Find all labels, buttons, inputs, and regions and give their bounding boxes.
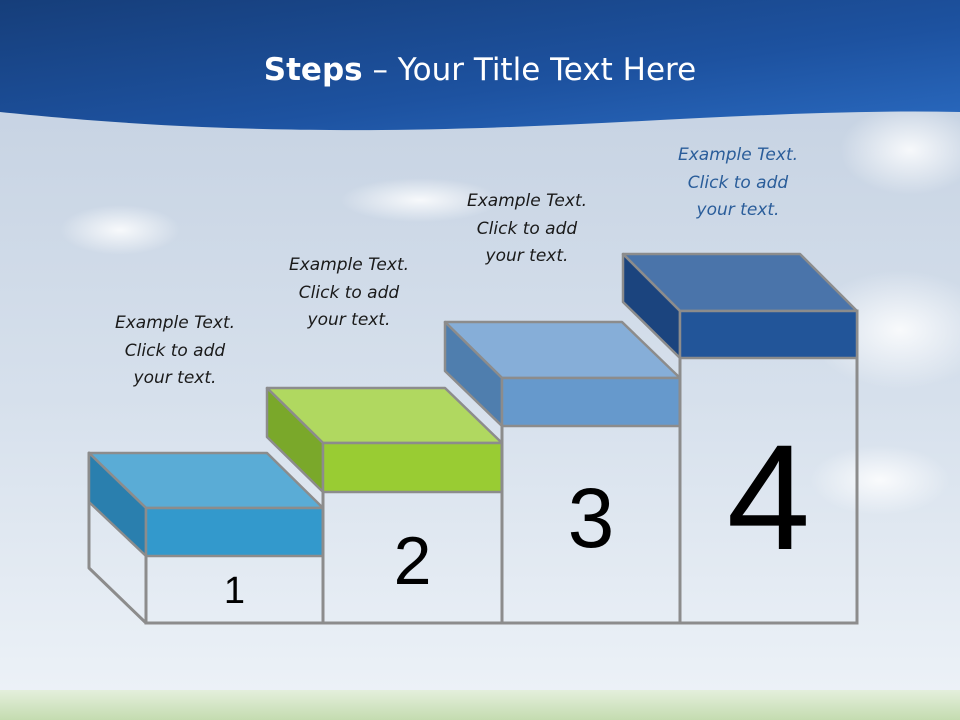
caption-line: Click to add xyxy=(687,172,789,193)
step-4-number: 4 xyxy=(726,413,811,581)
step-1-number: 1 xyxy=(223,570,246,612)
step-2-lid-front xyxy=(321,441,504,494)
caption-line: Click to add xyxy=(298,282,400,303)
grass-strip xyxy=(0,690,960,720)
step-4-lid-front xyxy=(678,309,859,360)
caption-line: Example Text. xyxy=(677,145,799,165)
caption-line: your text. xyxy=(696,200,780,220)
step-1-caption[interactable]: Example Text. Click to add your text. xyxy=(75,310,275,393)
title-rest: – Your Title Text Here xyxy=(362,52,697,88)
header-band xyxy=(0,0,960,131)
caption-line: Example Text. xyxy=(114,313,236,333)
step-3-lid-front xyxy=(500,376,682,428)
title-bold: Steps xyxy=(263,52,363,88)
step-4 xyxy=(621,252,859,625)
step-3-caption[interactable]: Example Text. Click to add your text. xyxy=(427,188,627,271)
cloud xyxy=(340,178,500,222)
caption-line: Click to add xyxy=(124,340,226,361)
step-3-number: 3 xyxy=(567,471,615,565)
cloud xyxy=(810,445,950,515)
caption-line: Example Text. xyxy=(288,255,410,275)
step-2 xyxy=(265,386,504,625)
step-2-caption[interactable]: Example Text. Click to add your text. xyxy=(249,252,449,335)
cloud xyxy=(60,205,180,255)
cloud xyxy=(840,105,960,195)
caption-line: your text. xyxy=(133,368,217,388)
caption-line: your text. xyxy=(485,246,569,266)
caption-line: Example Text. xyxy=(466,191,588,211)
slide-title[interactable]: Steps – Your Title Text Here xyxy=(0,52,960,88)
step-3 xyxy=(443,320,682,625)
caption-line: your text. xyxy=(307,310,391,330)
step-2-number: 2 xyxy=(393,523,432,599)
step-1-lid-front xyxy=(144,506,325,558)
caption-line: Click to add xyxy=(476,218,578,239)
step-4-caption[interactable]: Example Text. Click to add your text. xyxy=(638,142,838,225)
